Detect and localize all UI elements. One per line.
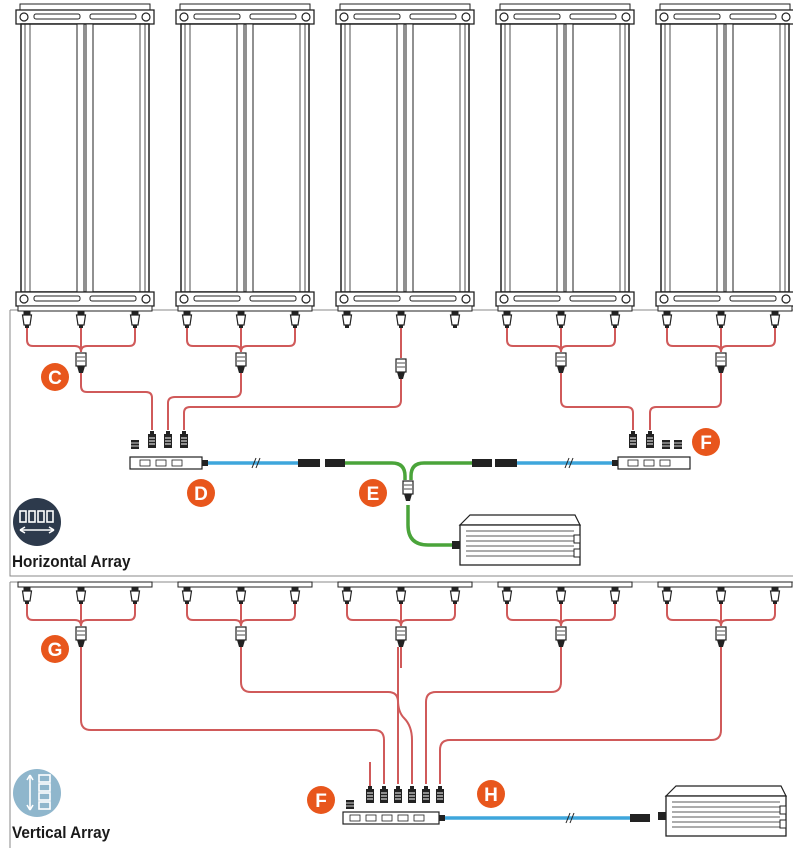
svg-text:G: G [48,640,63,661]
callout-D: D [187,479,215,507]
horizontal-array-label: Horizontal Array [12,552,131,571]
svg-text:E: E [367,484,380,505]
callout-E: E [359,479,387,507]
horizontal-array-section [9,3,793,577]
light-panel-1 [15,3,155,312]
light-panel-2 [175,3,315,312]
svg-text:F: F [315,791,327,812]
hub-vertical [342,785,445,825]
svg-text:F: F [700,433,712,454]
callout-C: C [41,363,69,391]
horizontal-array-icon [13,498,61,546]
hub-right [612,430,691,470]
panel-connectors [21,310,781,329]
light-panel-4 [495,3,635,312]
power-supply-horizontal [451,514,581,566]
power-supply-vertical [657,785,787,837]
light-panel-3 [335,3,475,312]
callout-H: H [477,780,505,808]
power-cables-horizontal [26,328,776,430]
svg-text:D: D [194,484,208,505]
supply-y-cable [345,461,472,547]
light-panel-5 [655,3,793,312]
hub-left [129,430,208,470]
callout-F-bottom: F [307,786,335,814]
vertical-array-icon [13,769,61,817]
vertical-array-section [9,581,793,848]
panel-connectors-vertical [21,586,781,605]
svg-text:H: H [484,785,498,806]
vertical-array-label: Vertical Array [12,823,111,842]
power-cables-vertical [26,604,776,784]
callout-F-top: F [692,428,720,456]
callout-G: G [41,635,69,663]
svg-text:C: C [48,368,62,389]
